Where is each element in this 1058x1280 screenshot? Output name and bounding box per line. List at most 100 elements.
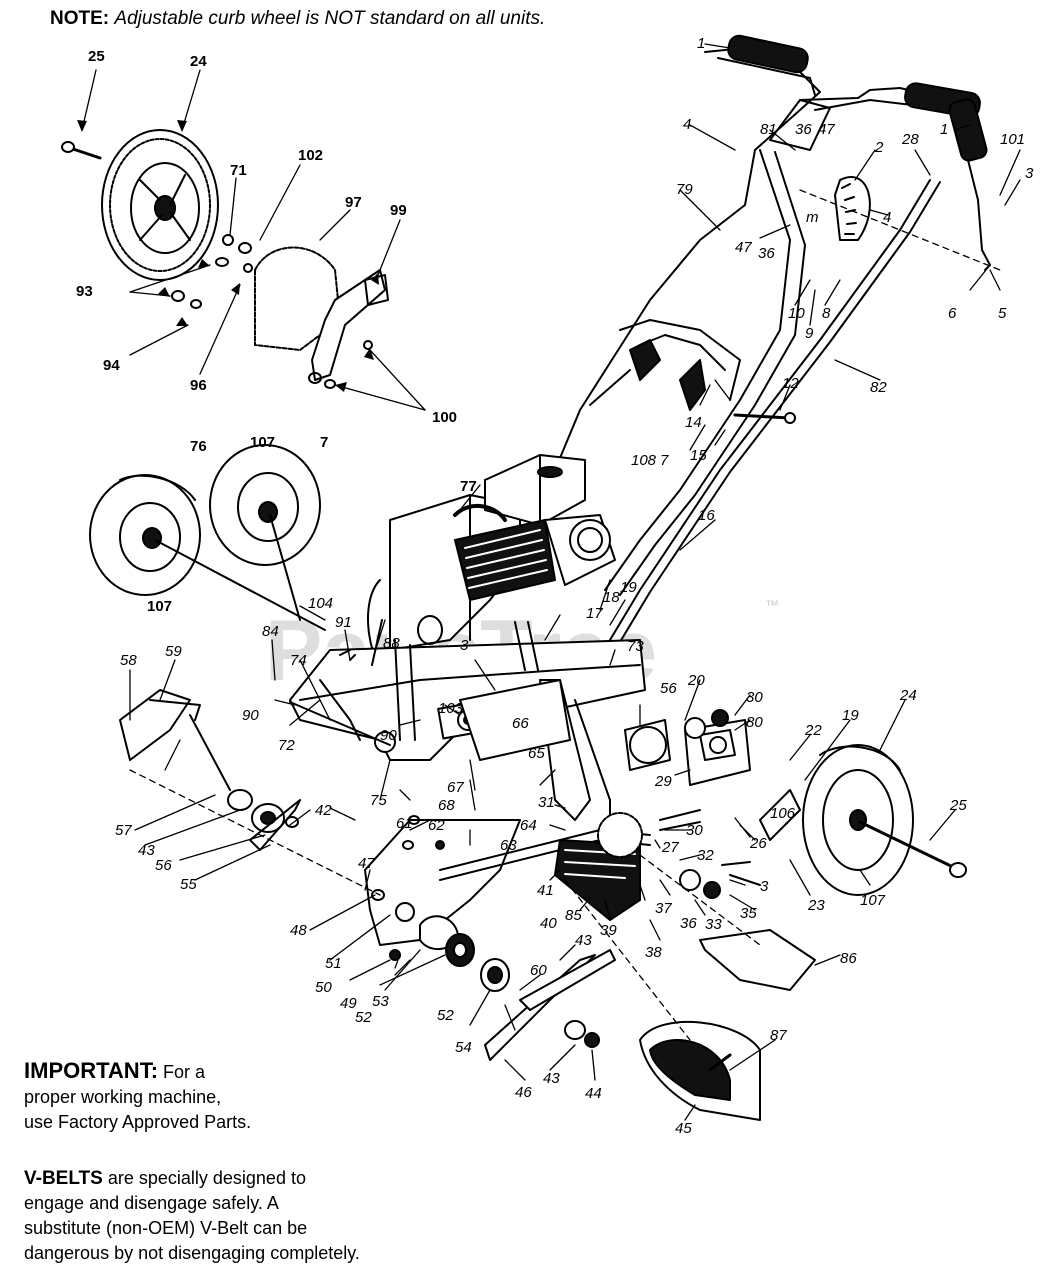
callout-30-mid: 30 — [686, 822, 703, 839]
callout-59: 59 — [165, 643, 182, 660]
callout-18: 18 — [603, 589, 620, 606]
callout-75: 75 — [370, 792, 387, 809]
callout-73: 73 — [627, 638, 644, 655]
callout-57: 57 — [115, 822, 132, 839]
important-line2: proper working machine, — [24, 1087, 222, 1107]
vbelts-note: V-BELTS are specially designed to engage… — [24, 1166, 360, 1266]
leader-lines — [81, 43, 1021, 1121]
callout-44: 44 — [585, 1085, 602, 1102]
callout-88: 88 — [383, 635, 400, 652]
callout-43-left: 43 — [138, 842, 155, 859]
callout-24-right: 24 — [899, 687, 917, 704]
important-lead: IMPORTANT: — [24, 1058, 159, 1083]
important-note: IMPORTANT: For a proper working machine,… — [24, 1058, 251, 1135]
callout-35: 35 — [740, 905, 757, 922]
callout-28: 28 — [901, 131, 919, 148]
callout-84: 84 — [262, 623, 279, 640]
callout-36-top: 36 — [795, 121, 812, 138]
callout-32: 32 — [697, 847, 714, 864]
curb-wheel-group — [61, 129, 389, 389]
callout-94: 94 — [103, 357, 120, 374]
callout-52-right: 52 — [437, 1007, 454, 1024]
callout-20: 20 — [687, 672, 705, 689]
callout-40: 40 — [540, 915, 557, 932]
frame — [289, 619, 801, 841]
note-text: Adjustable curb wheel is NOT standard on… — [114, 8, 546, 29]
callout-103: 103 — [438, 700, 464, 717]
important-line1: For a — [163, 1062, 206, 1082]
callout-16: 16 — [698, 507, 715, 524]
note-prefix: NOTE: — [50, 8, 110, 29]
callout-108: 108 — [631, 452, 657, 469]
callout-51: 51 — [325, 955, 342, 972]
control-lever-grip — [948, 98, 988, 162]
callout-37: 37 — [655, 900, 672, 917]
callout-66: 66 — [512, 715, 529, 732]
callout-76: 76 — [190, 438, 207, 455]
callout-labels: 25 24 71 102 97 99 93 94 96 100 1 4 81 3… — [76, 35, 1034, 1137]
callout-47-top: 47 — [818, 121, 835, 138]
callout-39: 39 — [600, 922, 617, 939]
callout-m: m — [806, 209, 819, 226]
callout-19-right: 19 — [842, 707, 859, 724]
callout-107-right: 107 — [860, 892, 886, 909]
callout-79: 79 — [676, 181, 693, 198]
callout-74: 74 — [290, 652, 307, 669]
vbelts-line1: are specially designed to — [107, 1168, 306, 1188]
callout-3-top: 3 — [1025, 165, 1034, 182]
rear-wheels — [89, 444, 326, 631]
callout-22: 22 — [804, 722, 822, 739]
callout-3-mid: 3 — [460, 637, 469, 654]
arrowheads — [77, 120, 379, 392]
callout-80: 80 — [746, 714, 763, 731]
callout-26: 26 — [749, 835, 767, 852]
callout-3-right: 3 — [760, 878, 769, 895]
callout-46: 46 — [515, 1084, 532, 1101]
callout-62: 62 — [428, 817, 445, 834]
callout-104: 104 — [308, 595, 333, 612]
callout-36-bottom: 36 — [680, 915, 697, 932]
handle-assembly — [554, 34, 991, 643]
callout-101: 101 — [1000, 131, 1025, 148]
callout-4-left: 4 — [683, 116, 691, 133]
callout-72: 72 — [278, 737, 295, 754]
note-line: NOTE: Adjustable curb wheel is NOT stand… — [50, 8, 545, 30]
callout-43-bottom: 43 — [543, 1070, 560, 1087]
callout-42: 42 — [315, 802, 332, 819]
callout-90-mid: 90 — [380, 727, 397, 744]
vbelts-line3: substitute (non-OEM) V-Belt can be — [24, 1218, 308, 1238]
callout-30-top: 30 — [746, 689, 763, 706]
callout-91: 91 — [335, 614, 352, 631]
callout-56-right: 56 — [660, 680, 677, 697]
callout-45: 45 — [675, 1120, 692, 1137]
callout-99: 99 — [390, 202, 407, 219]
callout-17: 17 — [586, 605, 603, 622]
callout-86: 86 — [840, 950, 857, 967]
callout-14: 14 — [685, 414, 702, 431]
callout-41: 41 — [537, 882, 554, 899]
blade-assembly — [119, 689, 816, 1121]
callout-7-small: 7 — [660, 452, 669, 469]
callout-47-mid: 47 — [735, 239, 752, 256]
callout-107-left: 107 — [147, 598, 172, 615]
left-grip — [727, 34, 809, 74]
callout-55: 55 — [180, 876, 197, 893]
callout-36-mid: 36 — [758, 245, 775, 262]
callout-97: 97 — [345, 194, 362, 211]
vbelts-lead: V-BELTS — [24, 1168, 103, 1189]
callout-56-left: 56 — [155, 857, 172, 874]
callout-27: 27 — [661, 839, 679, 856]
callout-23: 23 — [807, 897, 825, 914]
callout-15: 15 — [690, 447, 707, 464]
callout-1-right: 1 — [940, 121, 948, 138]
callout-58: 58 — [120, 652, 137, 669]
vbelts-line4: dangerous by not disengaging completely. — [24, 1243, 360, 1263]
callout-2: 2 — [874, 139, 884, 156]
callout-65: 65 — [528, 745, 545, 762]
important-line3: use Factory Approved Parts. — [24, 1112, 252, 1132]
callout-12: 12 — [782, 375, 799, 392]
callout-52-left: 52 — [355, 1009, 372, 1026]
vbelts-line2: engage and disengage safely. A — [24, 1193, 279, 1213]
callout-63: 63 — [500, 837, 517, 854]
